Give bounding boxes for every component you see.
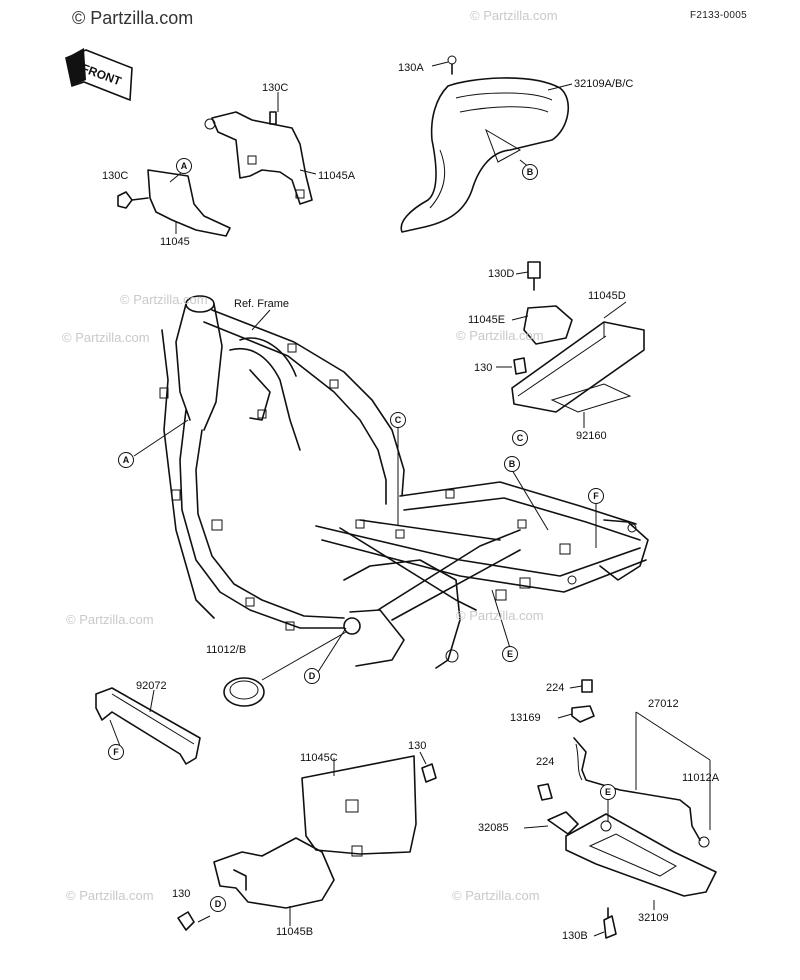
- ref-marker-C: C: [512, 430, 528, 446]
- strap-92072-part: [95, 687, 201, 765]
- watermark: © Partzilla.com: [120, 292, 208, 307]
- watermark: © Partzilla.com: [66, 612, 154, 627]
- part-label-27012: 27012: [648, 698, 679, 710]
- part-label-11045B: 11045B: [276, 926, 314, 938]
- part-label-92072: 92072: [136, 680, 167, 692]
- part-label-130-bottom: 130: [172, 888, 191, 900]
- part-label-130C-top: 130C: [262, 82, 289, 94]
- ref-marker-C: C: [390, 412, 406, 428]
- ref-marker-E: E: [502, 646, 518, 662]
- part-label-224-top: 224: [546, 682, 565, 694]
- front-arrow-icon: [65, 48, 133, 102]
- ref-marker-F: F: [108, 744, 124, 760]
- tray-32109-part: [565, 813, 717, 939]
- part-label-130D: 130D: [488, 268, 515, 280]
- bracket-11045B-part: [177, 837, 335, 931]
- part-label-130B: 130B: [562, 930, 588, 942]
- part-label-11045A: 11045A: [318, 170, 356, 182]
- part-label-11045D: 11045D: [588, 290, 626, 302]
- bracket-11045A-part: [204, 111, 313, 205]
- ref-marker-B: B: [504, 456, 520, 472]
- seat-cover-part: [400, 55, 569, 233]
- part-label-32109ABC: 32109A/B/C: [574, 78, 634, 90]
- panel-11045C-part: [301, 755, 437, 857]
- part-label-32085: 32085: [478, 822, 509, 834]
- battery-tray-part: [511, 261, 645, 413]
- part-label-11045E: 11045E: [468, 314, 506, 326]
- grommet-11012B-part: [223, 677, 265, 707]
- ref-marker-D: D: [210, 896, 226, 912]
- bracket-11045-part: [117, 169, 231, 237]
- watermark-top: © Partzilla.com: [72, 8, 194, 28]
- ref-marker-A: A: [118, 452, 134, 468]
- ref-marker-F: F: [588, 488, 604, 504]
- watermark: © Partzilla.com: [456, 328, 544, 343]
- watermark: © Partzilla.com: [62, 330, 150, 345]
- part-label-130C-left: 130C: [102, 170, 129, 182]
- part-label-11012A: 11012A: [682, 772, 720, 784]
- part-label-130-right: 130: [408, 740, 427, 752]
- wire-27012-part: [537, 679, 710, 848]
- watermark: © Partzilla.com: [456, 608, 544, 623]
- part-label-224-mid: 224: [536, 756, 555, 768]
- main-frame-part: [159, 295, 649, 669]
- ref-marker-D: D: [304, 668, 320, 684]
- diagram-code: F2133-0005: [690, 10, 747, 21]
- watermark: © Partzilla.com: [66, 888, 154, 903]
- watermark: © Partzilla.com: [470, 8, 558, 23]
- part-label-32109: 32109: [638, 912, 669, 924]
- part-label-92160: 92160: [576, 430, 607, 442]
- ref-marker-A: A: [176, 158, 192, 174]
- part-label-13169: 13169: [510, 712, 541, 724]
- part-label-130-mid: 130: [474, 362, 493, 374]
- part-label-11045C: 11045C: [300, 752, 338, 764]
- part-label-11045: 11045: [160, 236, 190, 248]
- part-label-11012B: 11012/B: [206, 644, 247, 656]
- part-label-130A: 130A: [398, 62, 424, 74]
- watermark: © Partzilla.com: [452, 888, 540, 903]
- ref-marker-E: E: [600, 784, 616, 800]
- frame-label: Ref. Frame: [234, 298, 290, 310]
- ref-marker-B: B: [522, 164, 538, 180]
